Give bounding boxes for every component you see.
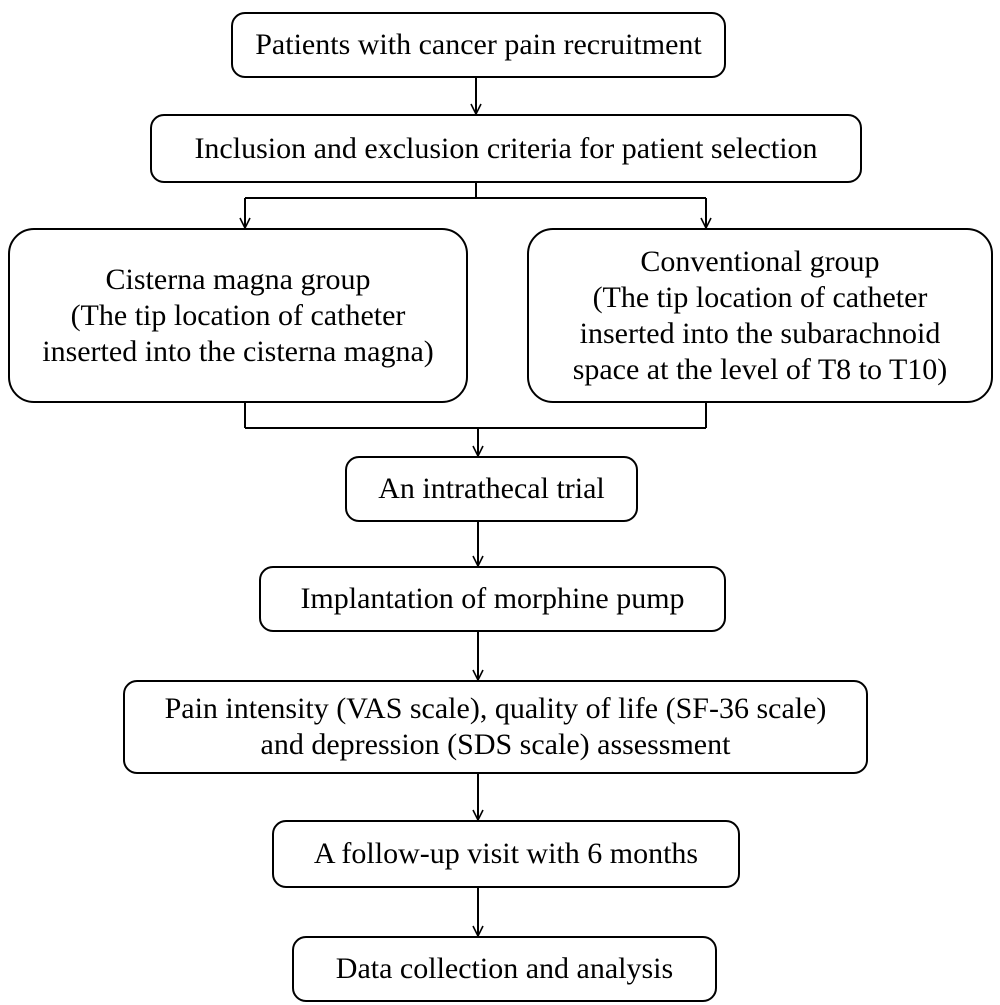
collection-box: Data collection and analysis	[292, 936, 717, 1002]
trial-text: An intrathecal trial	[378, 472, 605, 505]
followup-box: A follow-up visit with 6 months	[272, 820, 740, 888]
cisterna-group-title: Cisterna magna group	[105, 262, 371, 296]
conventional-group-line1: (The tip location of catheter	[592, 280, 928, 314]
collection-text: Data collection and analysis	[335, 952, 674, 985]
cisterna-group-line1: (The tip location of catheter	[70, 298, 406, 332]
followup-text: A follow-up visit with 6 months	[313, 837, 699, 870]
implantation-text: Implantation of morphine pump	[300, 582, 685, 615]
selection-box: Inclusion and exclusion criteria for pat…	[150, 114, 862, 183]
conventional-group-box: Conventional group (The tip location of …	[527, 228, 993, 403]
assessment-line1: Pain intensity (VAS scale), quality of l…	[164, 692, 827, 725]
cisterna-group-line2: inserted into the cisterna magna)	[42, 334, 434, 368]
assessment-box: Pain intensity (VAS scale), quality of l…	[123, 680, 868, 774]
assessment-line2: and depression (SDS scale) assessment	[260, 728, 731, 761]
conventional-group-line2: inserted into the subarachnoid	[579, 316, 941, 350]
conventional-group-title: Conventional group	[640, 244, 880, 278]
selection-text: Inclusion and exclusion criteria for pat…	[194, 131, 818, 165]
conventional-group-line3: space at the level of T8 to T10)	[572, 352, 948, 386]
implantation-box: Implantation of morphine pump	[259, 566, 726, 632]
cisterna-group-box: Cisterna magna group (The tip location o…	[8, 228, 468, 403]
recruitment-box: Patients with cancer pain recruitment	[231, 12, 726, 78]
recruitment-text: Patients with cancer pain recruitment	[255, 28, 702, 61]
trial-box: An intrathecal trial	[345, 456, 638, 522]
